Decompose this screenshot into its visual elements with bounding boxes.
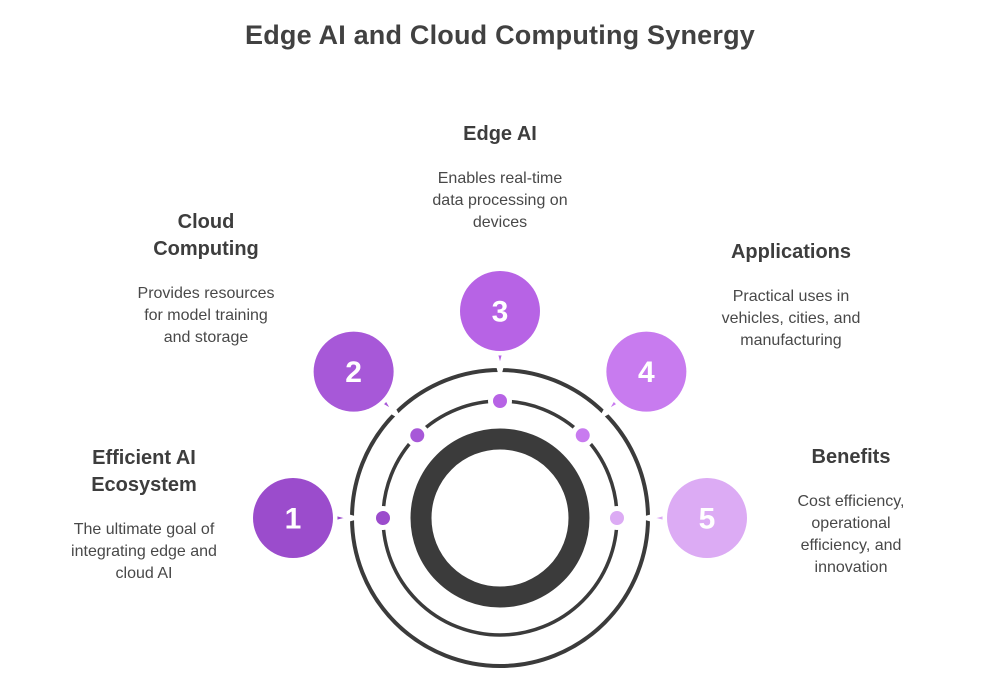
section-description: The ultimate goal of integrating edge an… (71, 521, 217, 582)
section-heading: Efficient AI Ecosystem (91, 447, 197, 496)
step-bubble-5 (667, 478, 747, 558)
section-description: Provides resources for model training an… (137, 285, 275, 346)
section-heading: Applications (730, 241, 851, 263)
step-bubble-4 (606, 331, 687, 412)
milestone-dot-1 (376, 511, 390, 525)
step-bubble-3 (460, 271, 540, 351)
step-number-5: 5 (699, 503, 716, 536)
step-bubble-1 (253, 478, 333, 558)
core-ring (410, 428, 590, 608)
section-applications: Applications Practical uses in vehicles,… (681, 239, 901, 352)
step-number-4: 4 (638, 356, 655, 389)
section-heading: Benefits (811, 446, 891, 468)
section-description: Enables real-time data processing on dev… (432, 170, 568, 231)
section-benefits: Benefits Cost efficiency, operational ef… (741, 444, 961, 579)
milestone-dot-2 (410, 428, 425, 443)
milestone-dot-4 (575, 428, 590, 443)
section-heading: Edge AI (463, 123, 537, 145)
section-description: Cost efficiency, operational efficiency,… (797, 493, 905, 576)
step-number-2: 2 (345, 356, 362, 389)
milestone-dot-5 (610, 511, 624, 525)
section-description: Practical uses in vehicles, cities, and … (721, 288, 861, 349)
milestone-dot-3 (493, 394, 507, 408)
step-number-1: 1 (285, 503, 302, 536)
page-title: Edge AI and Cloud Computing Synergy (244, 20, 755, 50)
section-heading: Cloud Computing (153, 211, 259, 260)
section-edge-ai: Edge AI Enables real-time data processin… (390, 121, 610, 234)
step-number-3: 3 (492, 296, 509, 329)
section-cloud-computing: Cloud Computing Provides resources for m… (96, 209, 316, 349)
step-bubble-2 (313, 331, 394, 412)
section-efficient-ai-ecosystem: Efficient AI Ecosystem The ultimate goal… (34, 445, 254, 585)
